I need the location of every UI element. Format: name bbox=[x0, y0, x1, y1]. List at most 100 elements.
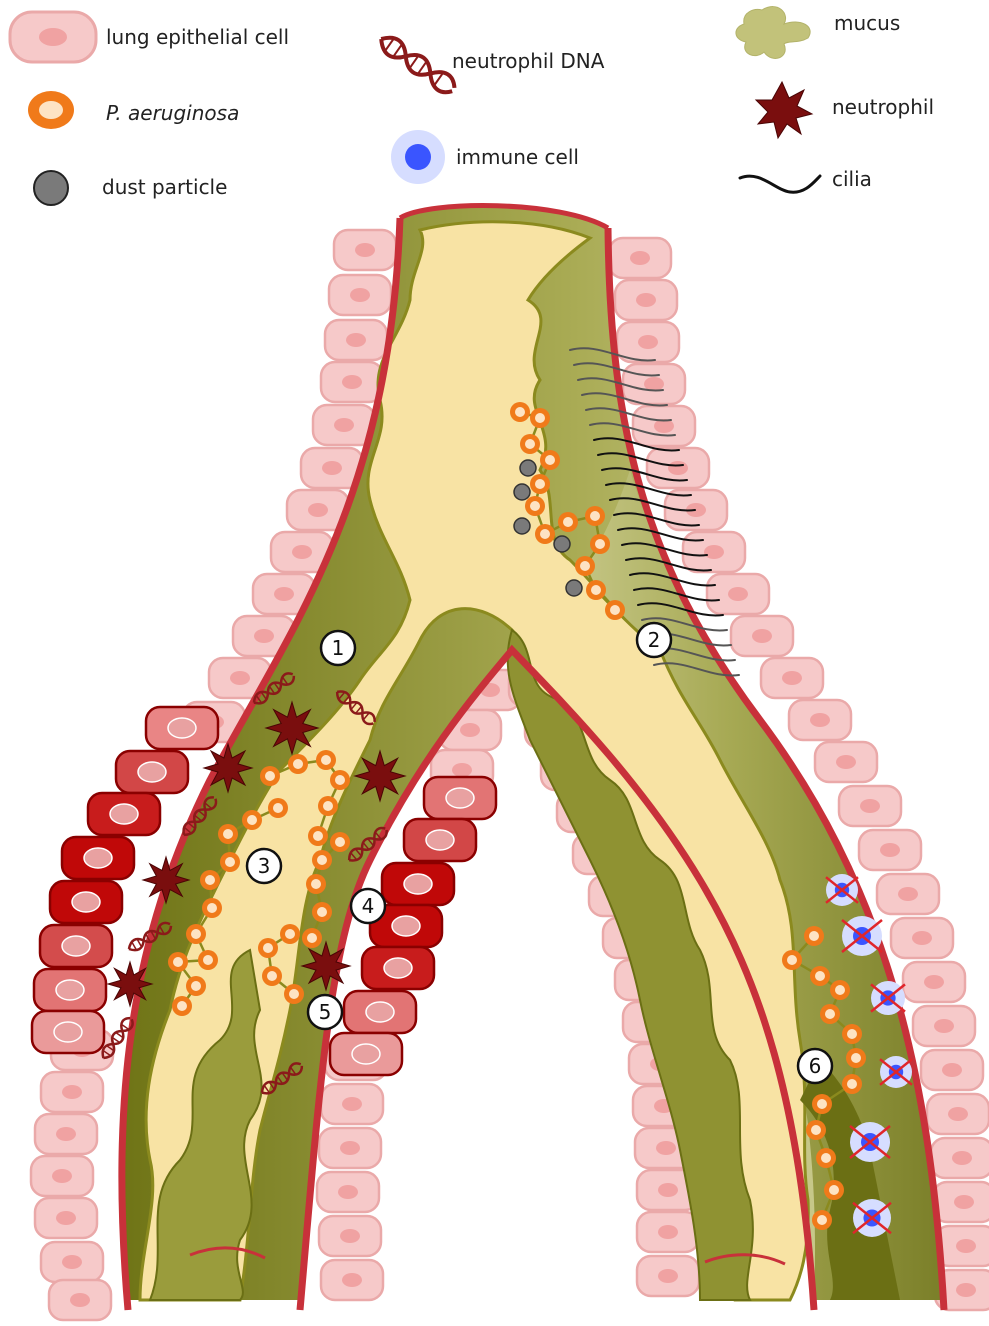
inactivated-immune-cell bbox=[826, 874, 858, 906]
inflamed-cell bbox=[50, 881, 122, 923]
epithelial-cell bbox=[35, 1198, 97, 1238]
bacterium bbox=[198, 950, 218, 970]
bacterium bbox=[530, 408, 550, 428]
inflamed-cell bbox=[362, 947, 434, 989]
bacterium bbox=[810, 966, 830, 986]
dna-icon bbox=[376, 31, 459, 97]
legend-label-cilia: cilia bbox=[832, 167, 872, 191]
epithelial-cell bbox=[877, 874, 939, 914]
epithelial-cell bbox=[637, 1256, 699, 1296]
marker-5: 5 bbox=[308, 995, 342, 1029]
bacterium bbox=[330, 832, 350, 852]
bacterium bbox=[540, 450, 560, 470]
epithelial-cell bbox=[921, 1050, 983, 1090]
epithelial-cell bbox=[334, 230, 396, 270]
epithelial-cell bbox=[325, 320, 387, 360]
bacterium bbox=[585, 506, 605, 526]
legend-label-immune: immune cell bbox=[456, 145, 579, 169]
bacterium bbox=[846, 1048, 866, 1068]
inflamed-cell bbox=[330, 1033, 402, 1075]
epithelial-cell bbox=[731, 616, 793, 656]
bacterium bbox=[820, 1004, 840, 1024]
legend-label-epithelial: lung epithelial cell bbox=[106, 25, 289, 49]
neutrophil bbox=[355, 751, 405, 801]
bacterium bbox=[525, 496, 545, 516]
epithelial-cell bbox=[41, 1242, 103, 1282]
legend-epithelial: lung epithelial cell bbox=[10, 12, 289, 62]
epithelial-cell bbox=[35, 1114, 97, 1154]
marker-5-label: 5 bbox=[319, 1000, 332, 1024]
legend-label-mucus: mucus bbox=[834, 11, 900, 35]
bacterium bbox=[186, 924, 206, 944]
bacterium bbox=[168, 952, 188, 972]
legend-immune: immune cell bbox=[391, 130, 579, 184]
bacterium bbox=[830, 980, 850, 1000]
epithelial-cell bbox=[623, 364, 685, 404]
bacterium bbox=[586, 580, 606, 600]
bacterium bbox=[824, 1180, 844, 1200]
marker-6-label: 6 bbox=[809, 1054, 822, 1078]
epithelial-cell bbox=[633, 406, 695, 446]
bacterium bbox=[202, 898, 222, 918]
epithelial-cell bbox=[891, 918, 953, 958]
inflamed-cell bbox=[382, 863, 454, 905]
bacterium bbox=[510, 402, 530, 422]
epithelial-cell bbox=[319, 1216, 381, 1256]
inactivated-immune-cell bbox=[850, 1122, 890, 1162]
neutrophil bbox=[302, 942, 350, 990]
epithelial-cell bbox=[707, 574, 769, 614]
inflamed-cell bbox=[34, 969, 106, 1011]
marker-3: 3 bbox=[247, 849, 281, 883]
legend-label-dust: dust particle bbox=[102, 175, 227, 199]
legend-dna: neutrophil DNA bbox=[376, 31, 605, 97]
bacterium bbox=[186, 976, 206, 996]
epithelial-cell bbox=[839, 786, 901, 826]
epithelial-cell bbox=[815, 742, 877, 782]
bacterium bbox=[258, 938, 278, 958]
marker-4-label: 4 bbox=[362, 894, 375, 918]
legend-label-neutrophil: neutrophil bbox=[832, 95, 934, 119]
bacterium bbox=[306, 874, 326, 894]
bacterium bbox=[530, 474, 550, 494]
bacterium bbox=[316, 750, 336, 770]
inflamed-cell bbox=[344, 991, 416, 1033]
epithelial-cell bbox=[683, 532, 745, 572]
epithelial-cell bbox=[927, 1094, 989, 1134]
bacterium bbox=[842, 1024, 862, 1044]
inactivated-immune-cell bbox=[880, 1056, 912, 1088]
dust-particle bbox=[566, 580, 582, 596]
bacterium bbox=[218, 824, 238, 844]
legend-bacteria: P. aeruginosa bbox=[28, 91, 239, 129]
inflamed-cell bbox=[116, 751, 188, 793]
bacterium bbox=[312, 850, 332, 870]
bacterium bbox=[812, 1210, 832, 1230]
epithelial-cell bbox=[49, 1280, 111, 1320]
neutrophil bbox=[108, 962, 152, 1006]
bacterium bbox=[806, 1120, 826, 1140]
inactivated-immune-cell bbox=[853, 1199, 891, 1237]
epithelial-cell bbox=[41, 1072, 103, 1112]
bacterium bbox=[605, 600, 625, 620]
epithelial-cell bbox=[647, 448, 709, 488]
epithelial-cell bbox=[31, 1156, 93, 1196]
bacterium bbox=[804, 926, 824, 946]
inflamed-cell bbox=[40, 925, 112, 967]
epithelial-cell bbox=[789, 700, 851, 740]
inflamed-cell bbox=[32, 1011, 104, 1053]
legend-neutrophil: neutrophil bbox=[756, 82, 934, 138]
bacterium bbox=[558, 512, 578, 532]
bacterium bbox=[535, 524, 555, 544]
epithelial-cell bbox=[903, 962, 965, 1002]
inactivated-immune-cell bbox=[842, 916, 882, 956]
epithelial-cell bbox=[859, 830, 921, 870]
dust-particle bbox=[514, 484, 530, 500]
epithelial-cell bbox=[321, 1084, 383, 1124]
bacterium bbox=[284, 984, 304, 1004]
epithelial-cell bbox=[761, 658, 823, 698]
bacterium bbox=[260, 766, 280, 786]
neutrophil bbox=[204, 744, 252, 792]
inflamed-cell bbox=[404, 819, 476, 861]
dust-particle bbox=[514, 518, 530, 534]
legend: lung epithelial cell P. aeruginosa dust … bbox=[10, 7, 934, 205]
